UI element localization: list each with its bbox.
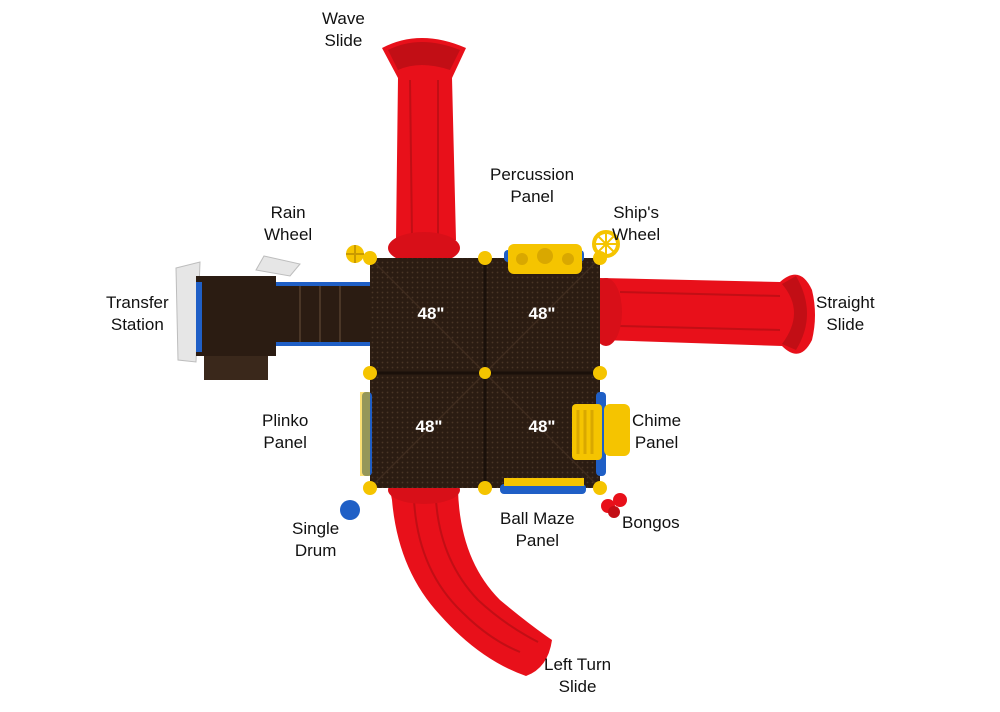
deck-height-label: 48" [528,304,556,323]
deck-height-label: 48" [417,304,445,323]
main-deck [362,250,607,495]
deck-height-label: 48" [528,417,556,436]
deck-height-label: 48" [415,417,443,436]
bridge [270,282,370,346]
percussion-panel [508,244,582,274]
label-bongos: Bongos [622,513,680,532]
wave-slide [382,38,466,264]
ball-maze-panel [504,478,584,486]
straight-slide [590,274,815,354]
left-turn-slide [388,476,552,676]
ships-wheel [592,230,620,258]
transfer-station [175,255,301,380]
single-drum [340,500,360,520]
chime-panel [572,404,630,460]
bongos [601,493,627,518]
plinko-panel [360,392,370,476]
rain-wheel [346,245,364,263]
